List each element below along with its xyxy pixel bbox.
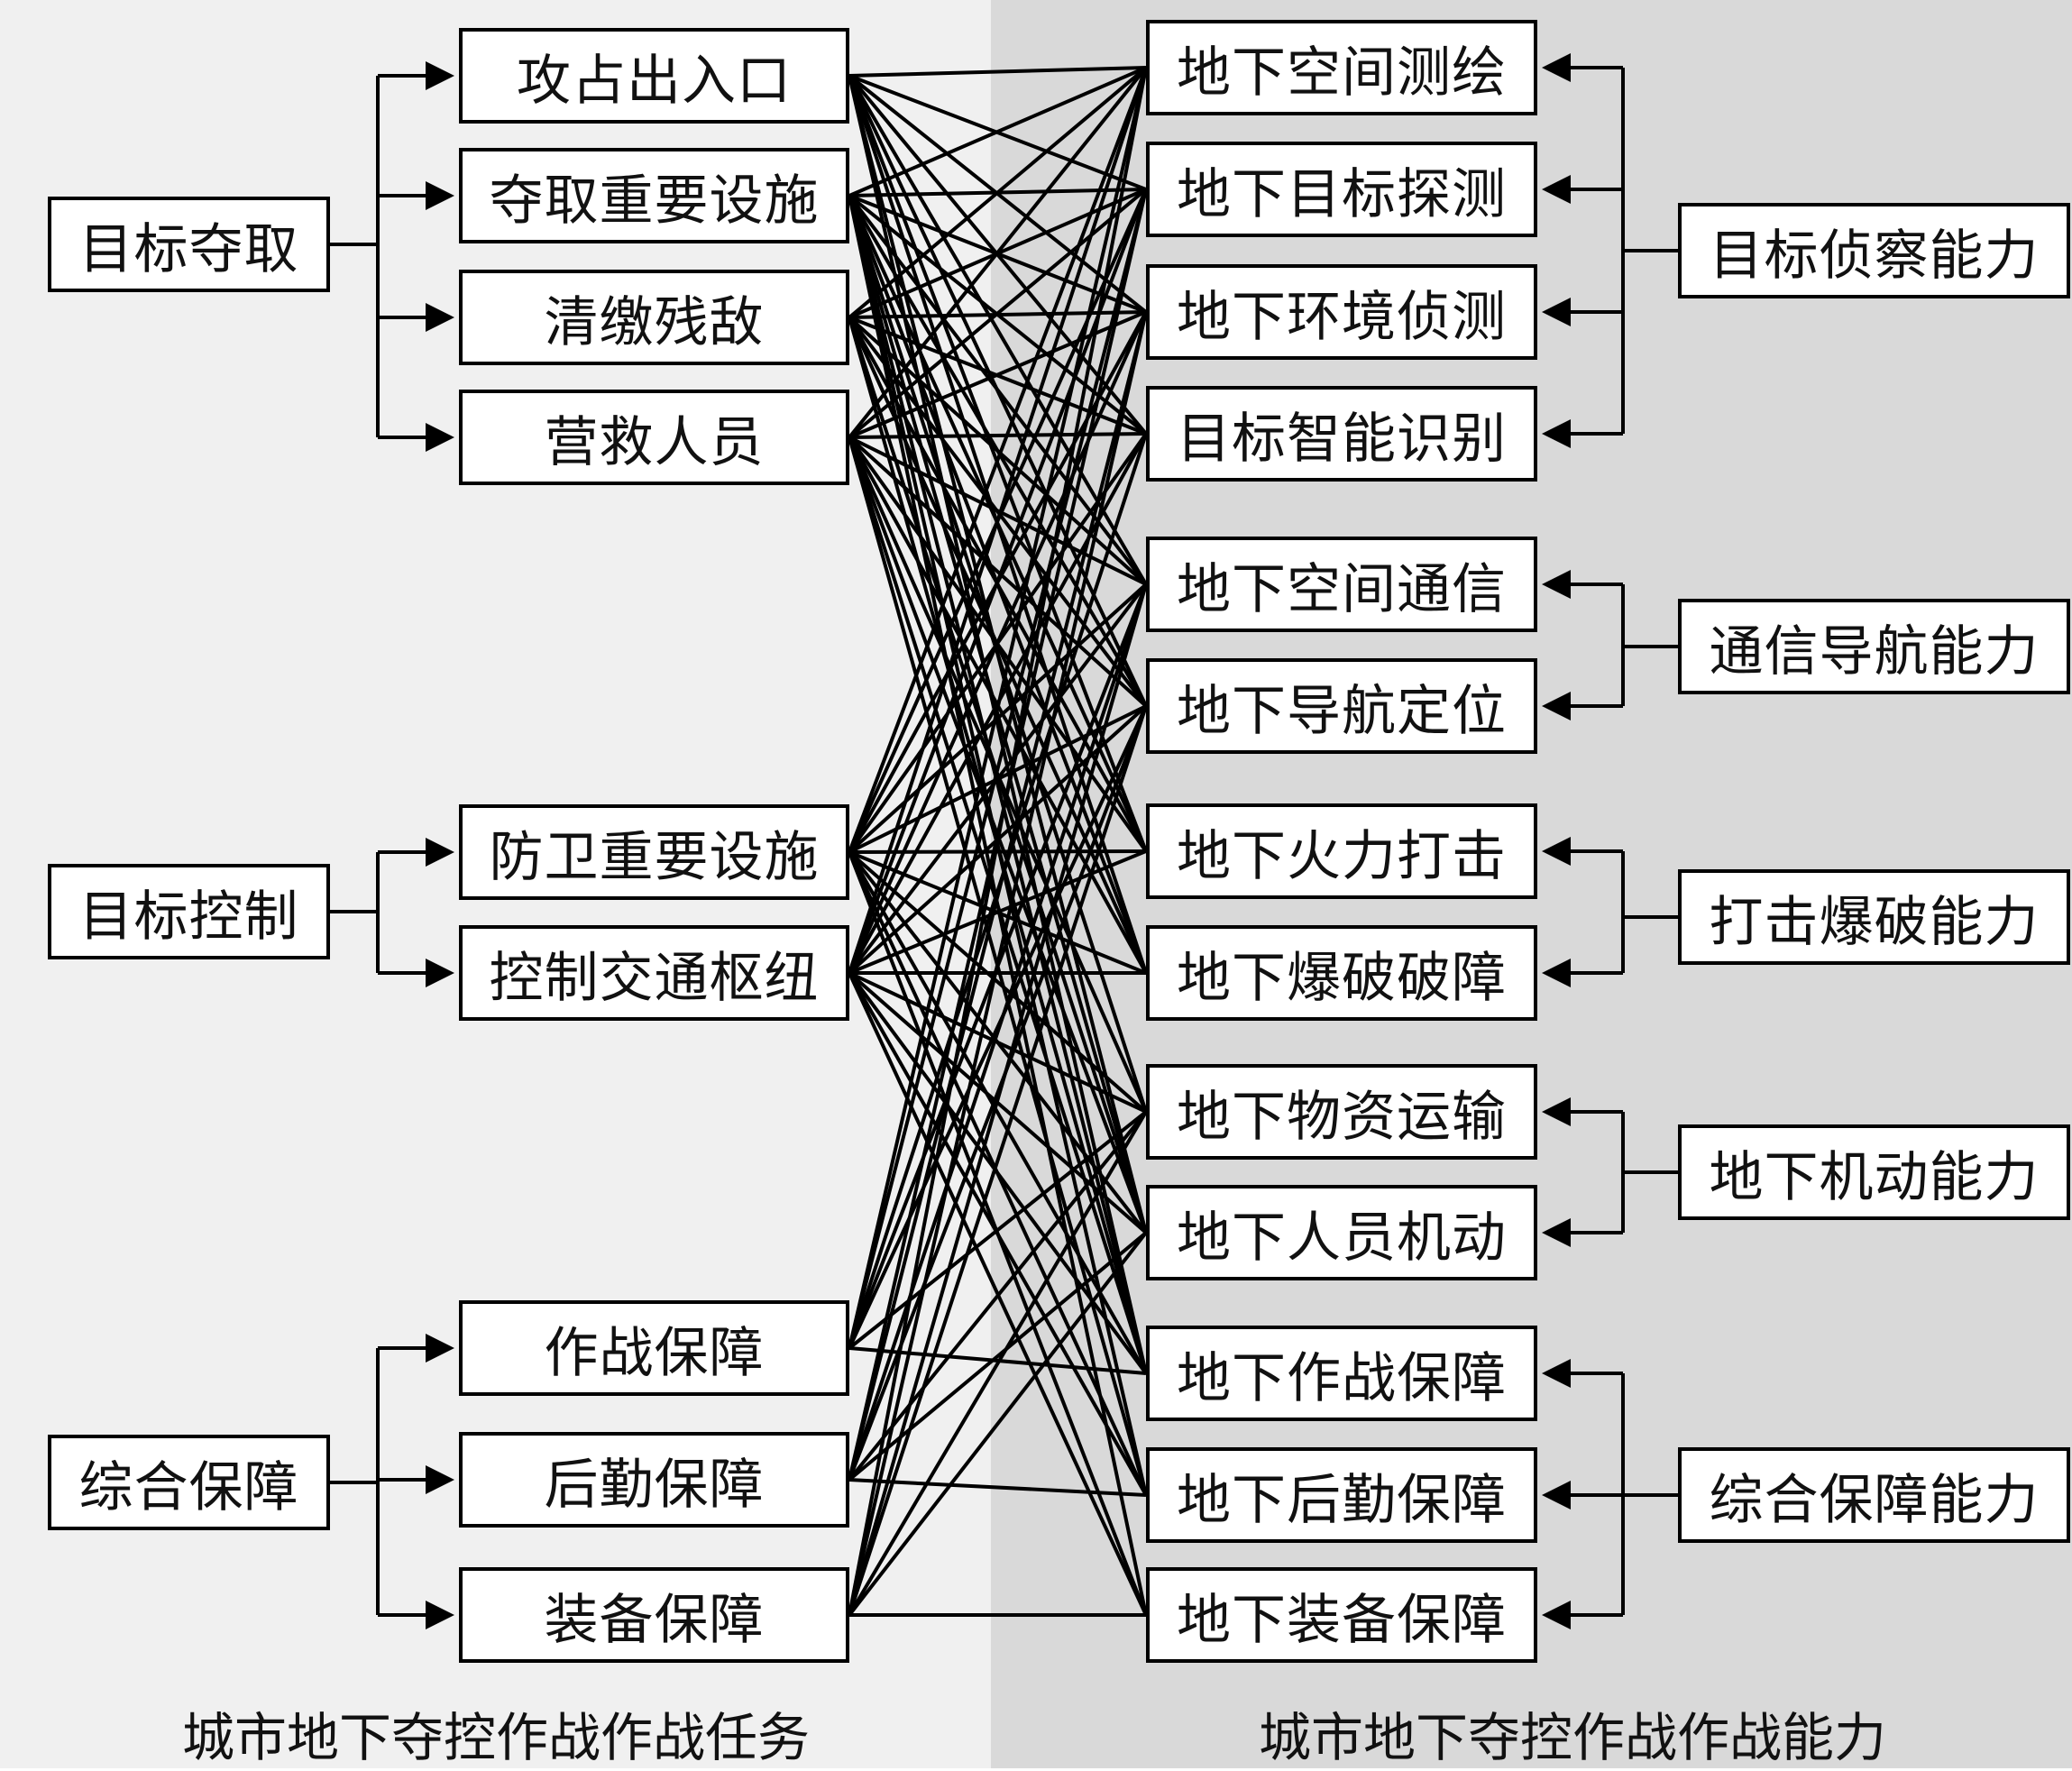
capability-box: 地下导航定位 <box>1146 658 1537 754</box>
task-box: 控制交通枢纽 <box>459 925 849 1021</box>
capability-box: 目标智能识别 <box>1146 386 1537 482</box>
task-box: 防卫重要设施 <box>459 804 849 900</box>
capability-box: 地下环境侦测 <box>1146 264 1537 360</box>
task-capability-link <box>848 1478 1147 1497</box>
task-capability-link <box>848 311 1148 974</box>
task-capability-link <box>848 436 1148 708</box>
task-capability-link <box>848 1110 1148 1617</box>
task-capability-link <box>848 67 1148 974</box>
task-capability-link <box>848 583 1148 854</box>
capability-box: 地下作战保障 <box>1146 1326 1537 1421</box>
capability-box: 地下空间通信 <box>1146 537 1537 632</box>
capability-group-box: 打击爆破能力 <box>1678 869 2070 965</box>
task-box: 作战保障 <box>459 1300 849 1396</box>
capability-box: 地下物资运输 <box>1146 1064 1537 1160</box>
capability-box: 地下目标探测 <box>1146 142 1537 237</box>
task-capability-link <box>848 850 1148 1114</box>
task-capability-link <box>848 1231 1148 1482</box>
task-capability-link <box>848 66 1147 78</box>
capability-box: 地下火力打击 <box>1146 803 1537 899</box>
task-capability-link <box>848 194 1148 586</box>
task-capability-link <box>848 971 1147 1114</box>
task-group-box: 综合保障 <box>48 1435 330 1530</box>
task-box: 攻占出入口 <box>459 28 849 124</box>
task-capability-link <box>848 311 1148 1481</box>
task-capability-link <box>848 195 1148 1374</box>
capability-box: 地下装备保障 <box>1146 1567 1537 1663</box>
task-capability-link <box>848 67 1148 1349</box>
capability-group-box: 综合保障能力 <box>1678 1447 2070 1543</box>
task-group-box: 目标控制 <box>48 864 330 959</box>
task-capability-link <box>848 436 1147 586</box>
capability-group-box: 通信导航能力 <box>1678 599 2070 694</box>
capability-box: 地下人员机动 <box>1146 1185 1537 1280</box>
capability-group-box: 地下机动能力 <box>1678 1124 2070 1220</box>
task-capability-link <box>848 583 1148 1616</box>
task-section-caption: 城市地下夺控作战作战任务 <box>181 1707 811 1768</box>
task-capability-link <box>848 66 1148 439</box>
task-capability-link <box>848 316 1148 586</box>
capability-section-caption: 城市地下夺控作战作战能力 <box>1258 1707 1887 1768</box>
task-capability-link <box>848 66 1148 319</box>
task-capability-link <box>848 1110 1148 1350</box>
task-box: 营救人员 <box>459 390 849 485</box>
task-capability-link <box>848 188 1148 1349</box>
task-capability-link <box>848 1231 1148 1617</box>
task-capability-link <box>848 66 1147 197</box>
capability-box: 地下后勤保障 <box>1146 1447 1537 1543</box>
task-capability-link <box>848 583 1148 975</box>
task-capability-link <box>848 851 1148 1374</box>
task-capability-link <box>848 583 1148 1481</box>
task-capability-link <box>848 75 1148 1374</box>
capability-box: 地下爆破破障 <box>1146 925 1537 1021</box>
task-capability-link <box>848 1110 1148 1482</box>
capability-box: 地下空间测绘 <box>1146 20 1537 115</box>
task-box: 夺取重要设施 <box>459 148 849 243</box>
task-capability-link <box>848 67 1148 1616</box>
task-capability-link <box>848 849 1147 854</box>
capability-group-box: 目标侦察能力 <box>1678 203 2070 298</box>
task-capability-link <box>848 849 1147 975</box>
task-capability-link <box>848 432 1147 439</box>
task-capability-link <box>848 195 1148 1113</box>
task-capability-link <box>848 436 1148 1374</box>
task-capability-link <box>848 971 1148 1375</box>
task-box: 清缴残敌 <box>459 270 849 365</box>
task-capability-link <box>848 705 1148 1616</box>
task-capability-link <box>848 311 1148 1616</box>
task-box: 装备保障 <box>459 1567 849 1663</box>
task-box: 后勤保障 <box>459 1432 849 1528</box>
task-capability-link <box>848 67 1148 853</box>
task-group-box: 目标夺取 <box>48 197 330 292</box>
task-capability-link <box>848 188 1148 439</box>
task-capability-link <box>848 972 1148 1496</box>
